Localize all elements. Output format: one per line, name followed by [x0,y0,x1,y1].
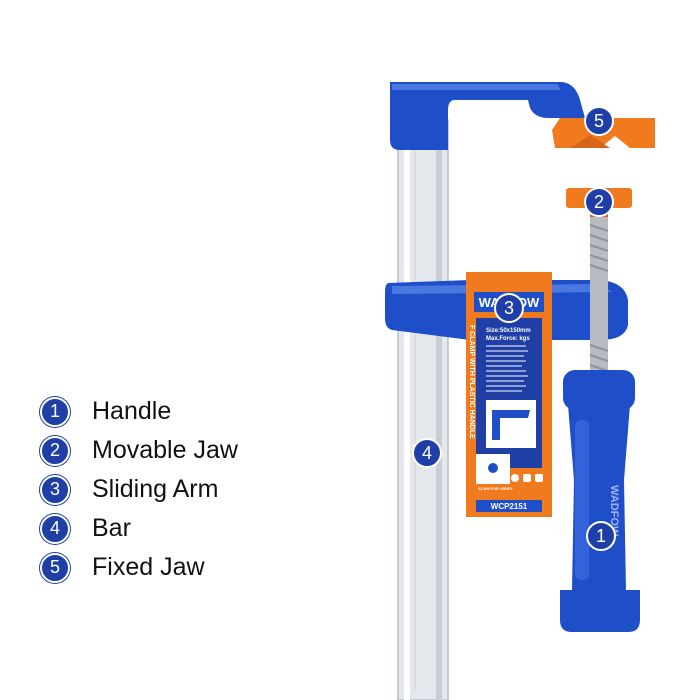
screw [589,215,609,375]
handle: WADFOW [560,370,640,632]
parts-legend: 1 Handle 2 Movable Jaw 3 Sliding Arm 4 B… [40,392,238,587]
callout-fixed-jaw: 5 [584,106,614,136]
legend-number-badge: 3 [40,474,70,505]
label-max-force: Max.Force: kgs [486,336,530,342]
callout-sliding-arm: 3 [494,293,524,323]
legend-label: Fixed Jaw [92,553,205,581]
label-product-name: F CLAMP WITH PLASTIC HANDLE [468,325,475,439]
legend-item-bar: 4 Bar [40,509,238,548]
legend-label: Movable Jaw [92,436,238,464]
bar [397,119,449,700]
legend-item-fixed-jaw: 5 Fixed Jaw [40,548,238,587]
callout-handle: 1 [586,521,616,551]
legend-label: Sliding Arm [92,475,219,503]
legend-item-movable-jaw: 2 Movable Jaw [40,431,238,470]
legend-label: Bar [92,514,131,542]
label-scan-text: SCAN FOR VIDEO [478,486,512,491]
label-model: WCP2151 [491,502,528,511]
label-size: Size:50x150mm [486,328,531,334]
legend-number-badge: 2 [40,435,70,466]
legend-item-handle: 1 Handle [40,392,238,431]
legend-item-sliding-arm: 3 Sliding Arm [40,470,238,509]
legend-label: Handle [92,397,172,425]
legend-number-badge: 1 [40,396,70,427]
callout-bar: 4 [412,438,442,468]
legend-number-badge: 4 [40,513,70,544]
callout-movable-jaw: 2 [584,187,614,217]
legend-number-badge: 5 [40,552,70,583]
fixed-jaw [390,82,655,150]
